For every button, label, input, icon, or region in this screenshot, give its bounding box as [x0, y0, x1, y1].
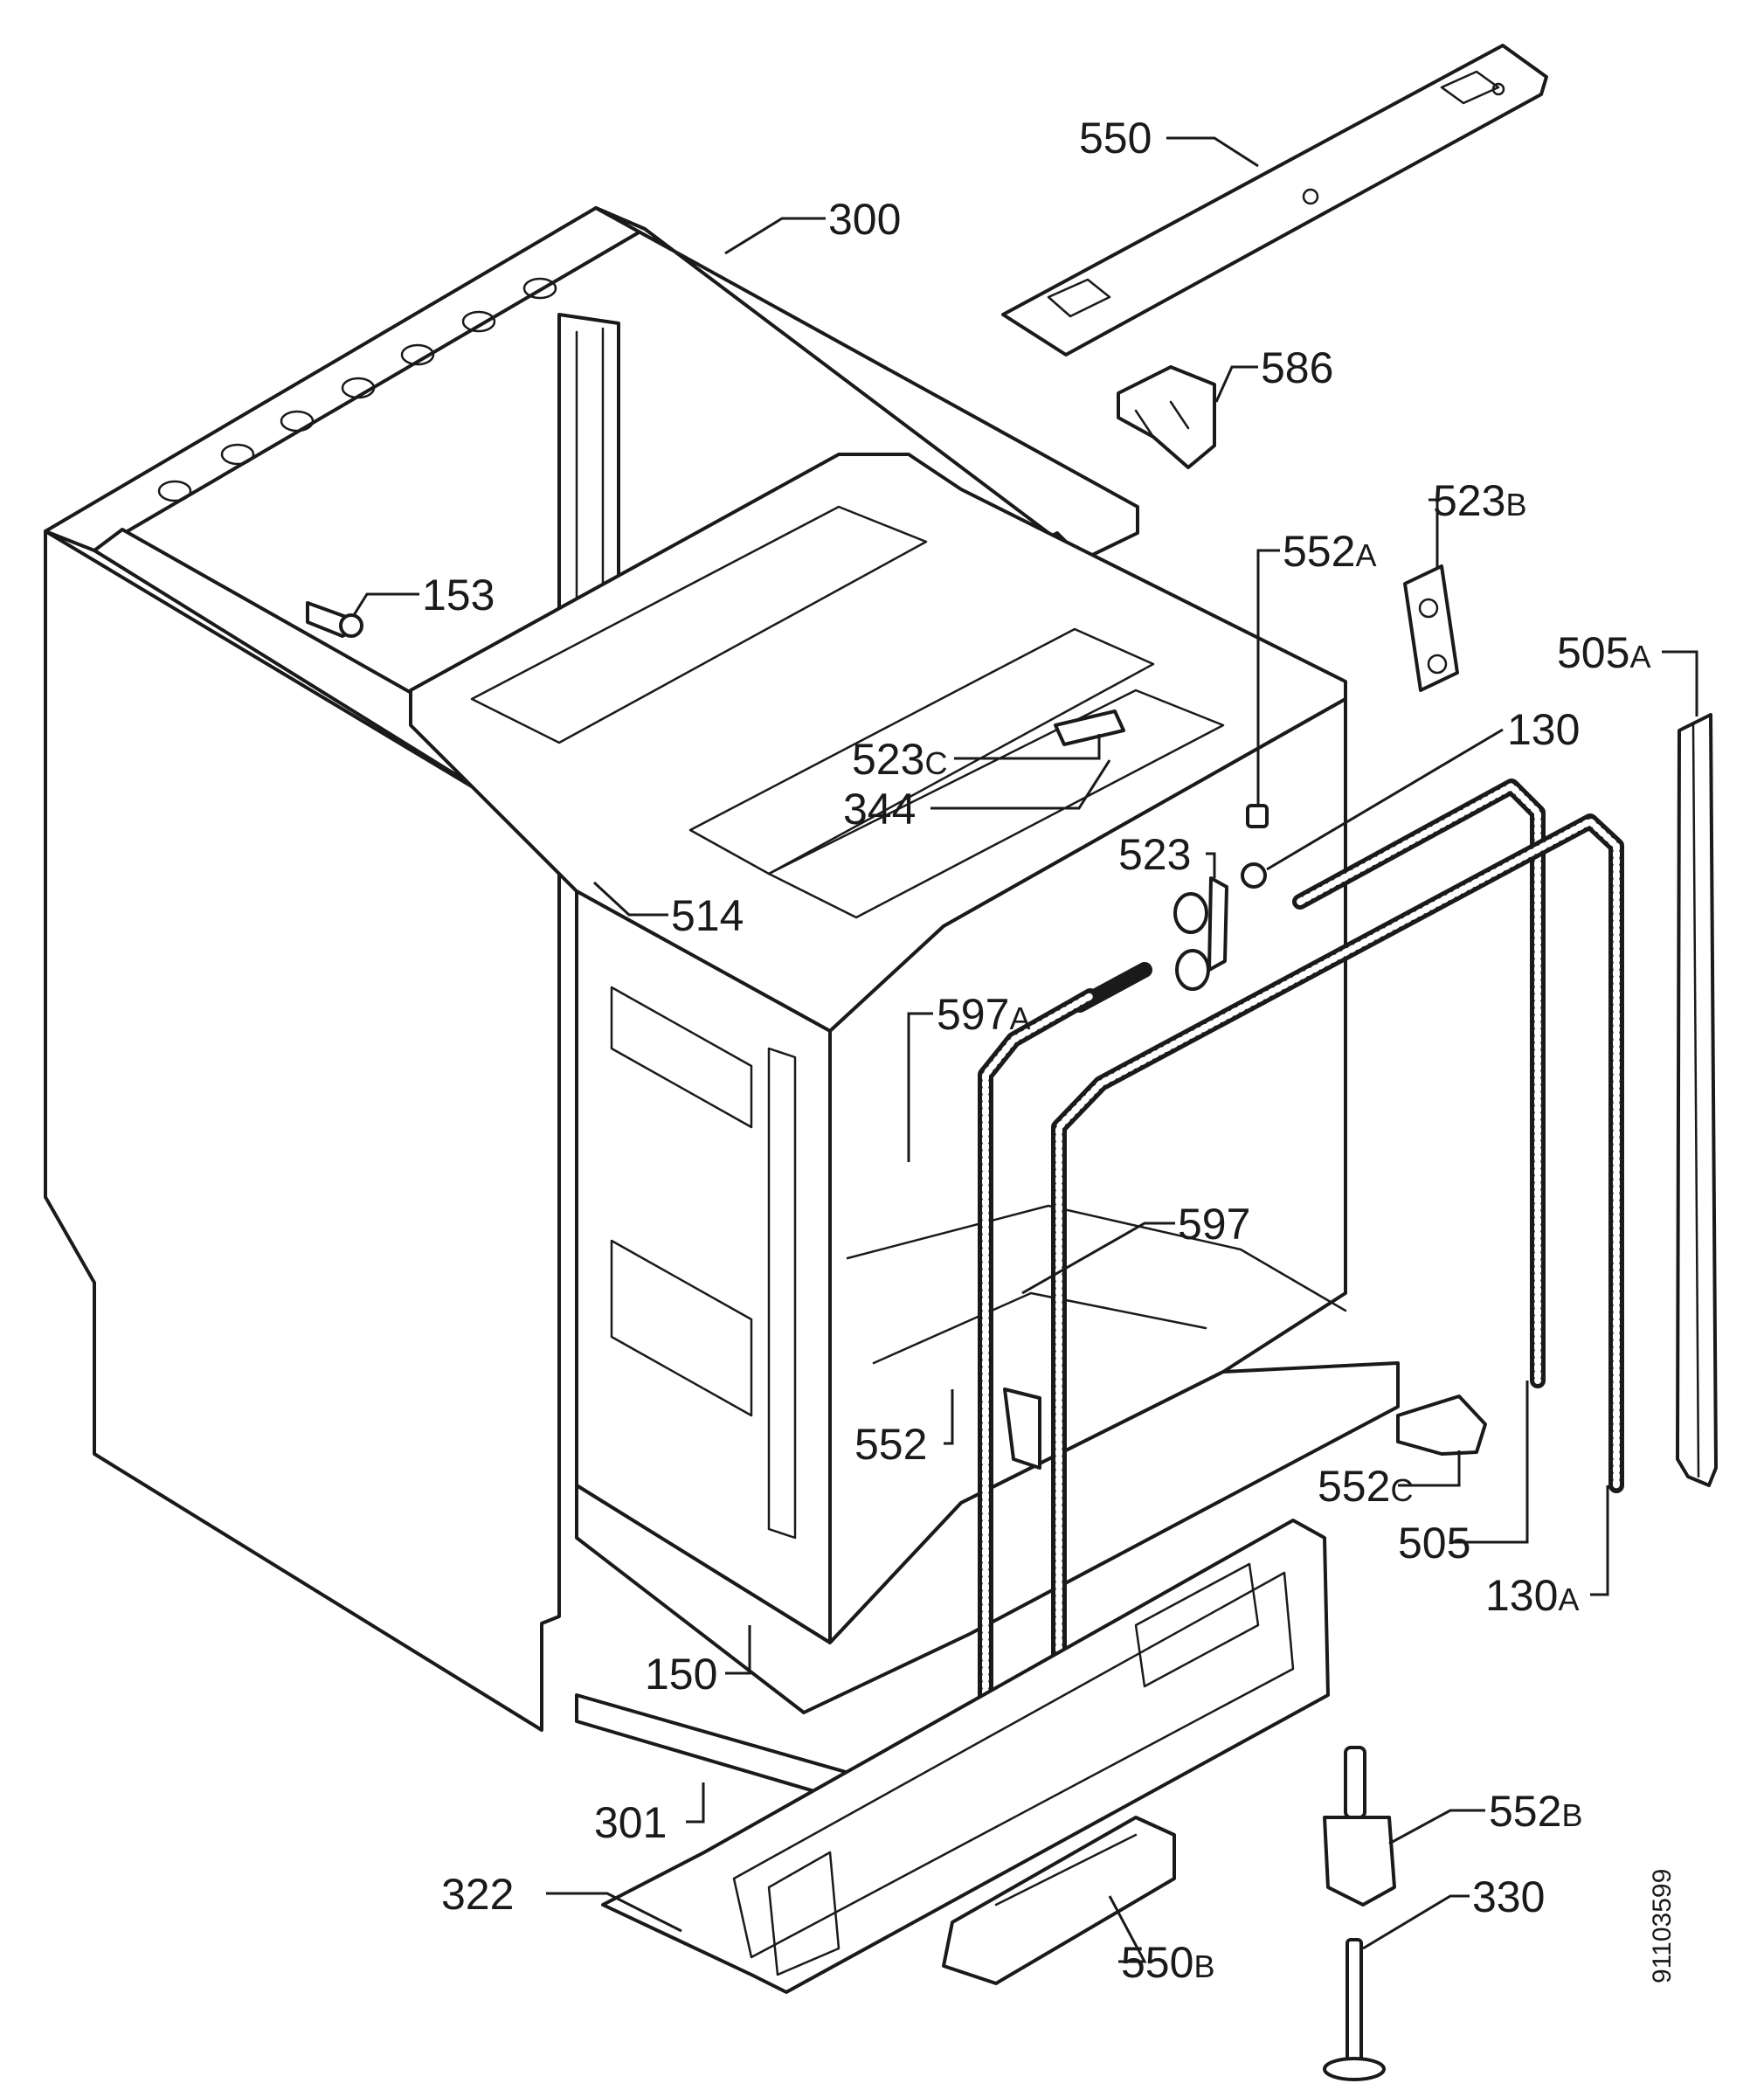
- callout-301: 301: [594, 1798, 667, 1847]
- leader-lines: [352, 136, 1698, 1963]
- callout-552c: 552C: [1318, 1462, 1413, 1511]
- part-505a-strip: [1676, 713, 1718, 1487]
- callout-322: 322: [441, 1870, 514, 1919]
- callout-552: 552: [854, 1420, 927, 1469]
- part-552a-screw: [1246, 804, 1269, 828]
- callout-597: 597: [1178, 1200, 1250, 1249]
- part-552-bracket: [1003, 1388, 1041, 1470]
- cabinet-back-post: [557, 313, 620, 613]
- callout-344: 344: [843, 785, 916, 834]
- callout-150: 150: [645, 1650, 717, 1699]
- cabinet-top-rail-left: [44, 206, 647, 552]
- part-153-bolt: [306, 601, 363, 638]
- part-322-frame: [601, 1519, 1330, 1994]
- gasket-130a: [1051, 813, 1624, 1755]
- callout-523: 523: [1118, 830, 1191, 879]
- callout-330: 330: [1472, 1872, 1545, 1921]
- part-552c-clip: [1396, 1395, 1487, 1456]
- document-number: 91103599: [1648, 1869, 1677, 1983]
- part-130-oring: [1241, 862, 1267, 889]
- cabinet-top-rail-back: [594, 206, 1139, 561]
- callout-597a: 597A: [937, 990, 1030, 1039]
- part-523b-plate: [1403, 564, 1459, 692]
- part-552b-foot: [1323, 1746, 1396, 1907]
- callout-523b: 523B: [1433, 476, 1526, 525]
- callout-550b: 550B: [1121, 1938, 1214, 1987]
- callout-130a: 130A: [1485, 1571, 1579, 1620]
- callout-552a: 552A: [1283, 527, 1376, 576]
- callout-130: 130: [1507, 705, 1580, 754]
- tub-150: [409, 453, 1400, 1714]
- callout-300: 300: [828, 195, 901, 244]
- callout-153: 153: [422, 571, 495, 619]
- callout-514: 514: [671, 891, 744, 940]
- part-586-bracket: [1117, 365, 1216, 469]
- cabinet-side-panel: [44, 529, 561, 1732]
- part-523-hinge: [1072, 876, 1228, 1013]
- callout-505: 505: [1398, 1519, 1470, 1568]
- gasket-130-upper: [1292, 779, 1546, 1388]
- cabinet-frame-300: [44, 206, 1139, 1732]
- part-523c-clip: [1054, 709, 1125, 746]
- callout-552b: 552B: [1489, 1787, 1582, 1836]
- part-550b-bracket: [942, 1816, 1176, 1985]
- part-330-screw: [1323, 1938, 1386, 2081]
- callout-523c: 523C: [852, 735, 947, 784]
- part-550-top-strip: [1001, 44, 1548, 356]
- gasket-505-left: [978, 988, 1098, 1729]
- callout-505a: 505A: [1557, 628, 1650, 677]
- callout-586: 586: [1261, 343, 1333, 392]
- callout-labels: 550 300 586 523B 552A 153 505A 130 523C …: [422, 114, 1650, 1987]
- callout-550: 550: [1079, 114, 1152, 163]
